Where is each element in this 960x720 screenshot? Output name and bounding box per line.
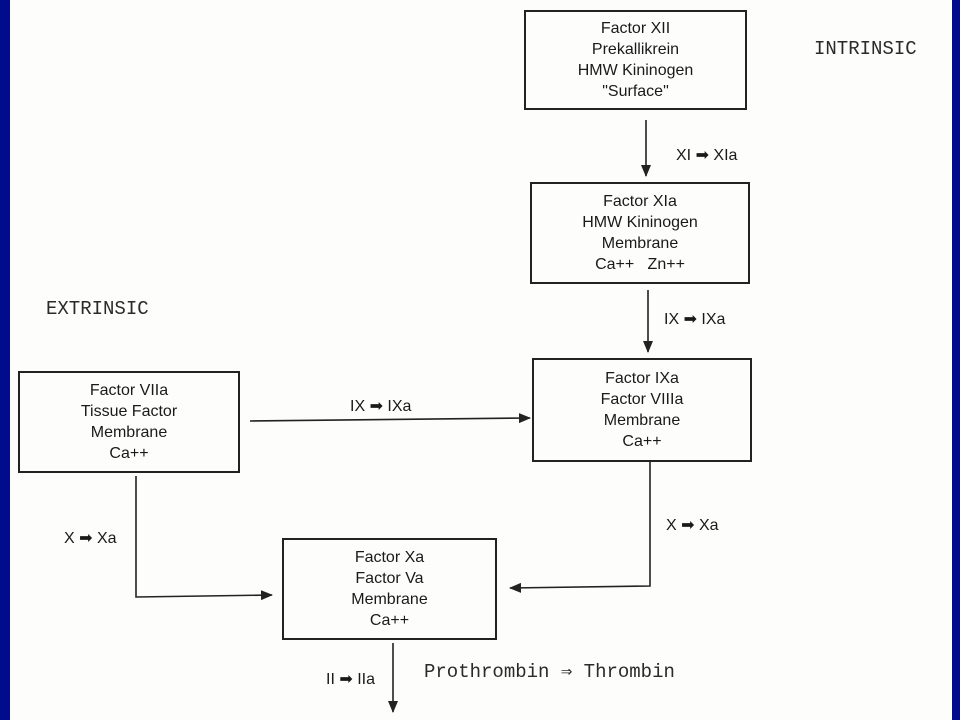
box-line: Membrane [601,235,679,252]
intrinsic-tenase-box: Factor IXa Factor VIIIa Membrane Ca++ [532,358,752,462]
box-line: Factor Va [355,570,424,587]
box-line: HMW Kininogen [577,62,694,79]
reaction-x-to-xa-extrinsic: X ➡ Xa [64,530,117,547]
box-line: Ca++ Zn++ [595,256,685,273]
box-line: HMW Kininogen [582,214,698,231]
box-line: Ca++ [109,445,149,462]
box-line: Factor Xa [354,549,425,566]
reaction-xi-to-xia: XI ➡ XIa [676,147,738,164]
reaction-x-to-xa-intrinsic: X ➡ Xa [666,517,719,534]
box-line: Factor VIIIa [600,391,684,408]
box-line: Factor XIa [603,193,677,210]
box-line: Membrane [90,424,168,441]
box-line: "Surface" [602,83,669,100]
reaction-ii-to-iia: II ➡ IIa [326,671,375,688]
box-line: Factor XII [600,20,671,37]
box-line: Factor IXa [605,370,679,387]
box-line: Membrane [603,412,681,429]
box-line: Tissue Factor [80,403,178,420]
box-line: Ca++ [622,433,662,450]
arrow-ixa-to-xa [509,462,651,593]
prothrombinase-box: Factor Xa Factor Va Membrane Ca++ [282,538,497,640]
box-line: Ca++ [369,612,410,629]
reaction-ix-to-ixa-extrinsic: IX ➡ IXa [350,398,412,415]
box-line: Prekallikrein [591,41,680,58]
final-reaction-label: Prothrombin ⇒ Thrombin [424,661,675,683]
contact-activation-box: Factor XII Prekallikrein HMW Kininogen "… [524,10,747,110]
arrow-layer [135,120,653,713]
arrow-extrinsic-to-xa [135,476,273,601]
factor-xia-box: Factor XIa HMW Kininogen Membrane Ca++ Z… [530,182,750,284]
box-line: Membrane [351,591,428,608]
box-line: Factor VIIa [89,382,169,399]
extrinsic-label: EXTRINSIC [46,298,149,320]
intrinsic-label: INTRINSIC [814,38,917,60]
extrinsic-tenase-box: Factor VIIa Tissue Factor Membrane Ca++ [18,371,240,473]
reaction-ix-to-ixa-intrinsic: IX ➡ IXa [664,311,726,328]
arrow-extrinsic-to-ixa [249,413,531,424]
diagram-canvas: INTRINSIC EXTRINSIC Factor XII Prekallik… [10,0,952,720]
